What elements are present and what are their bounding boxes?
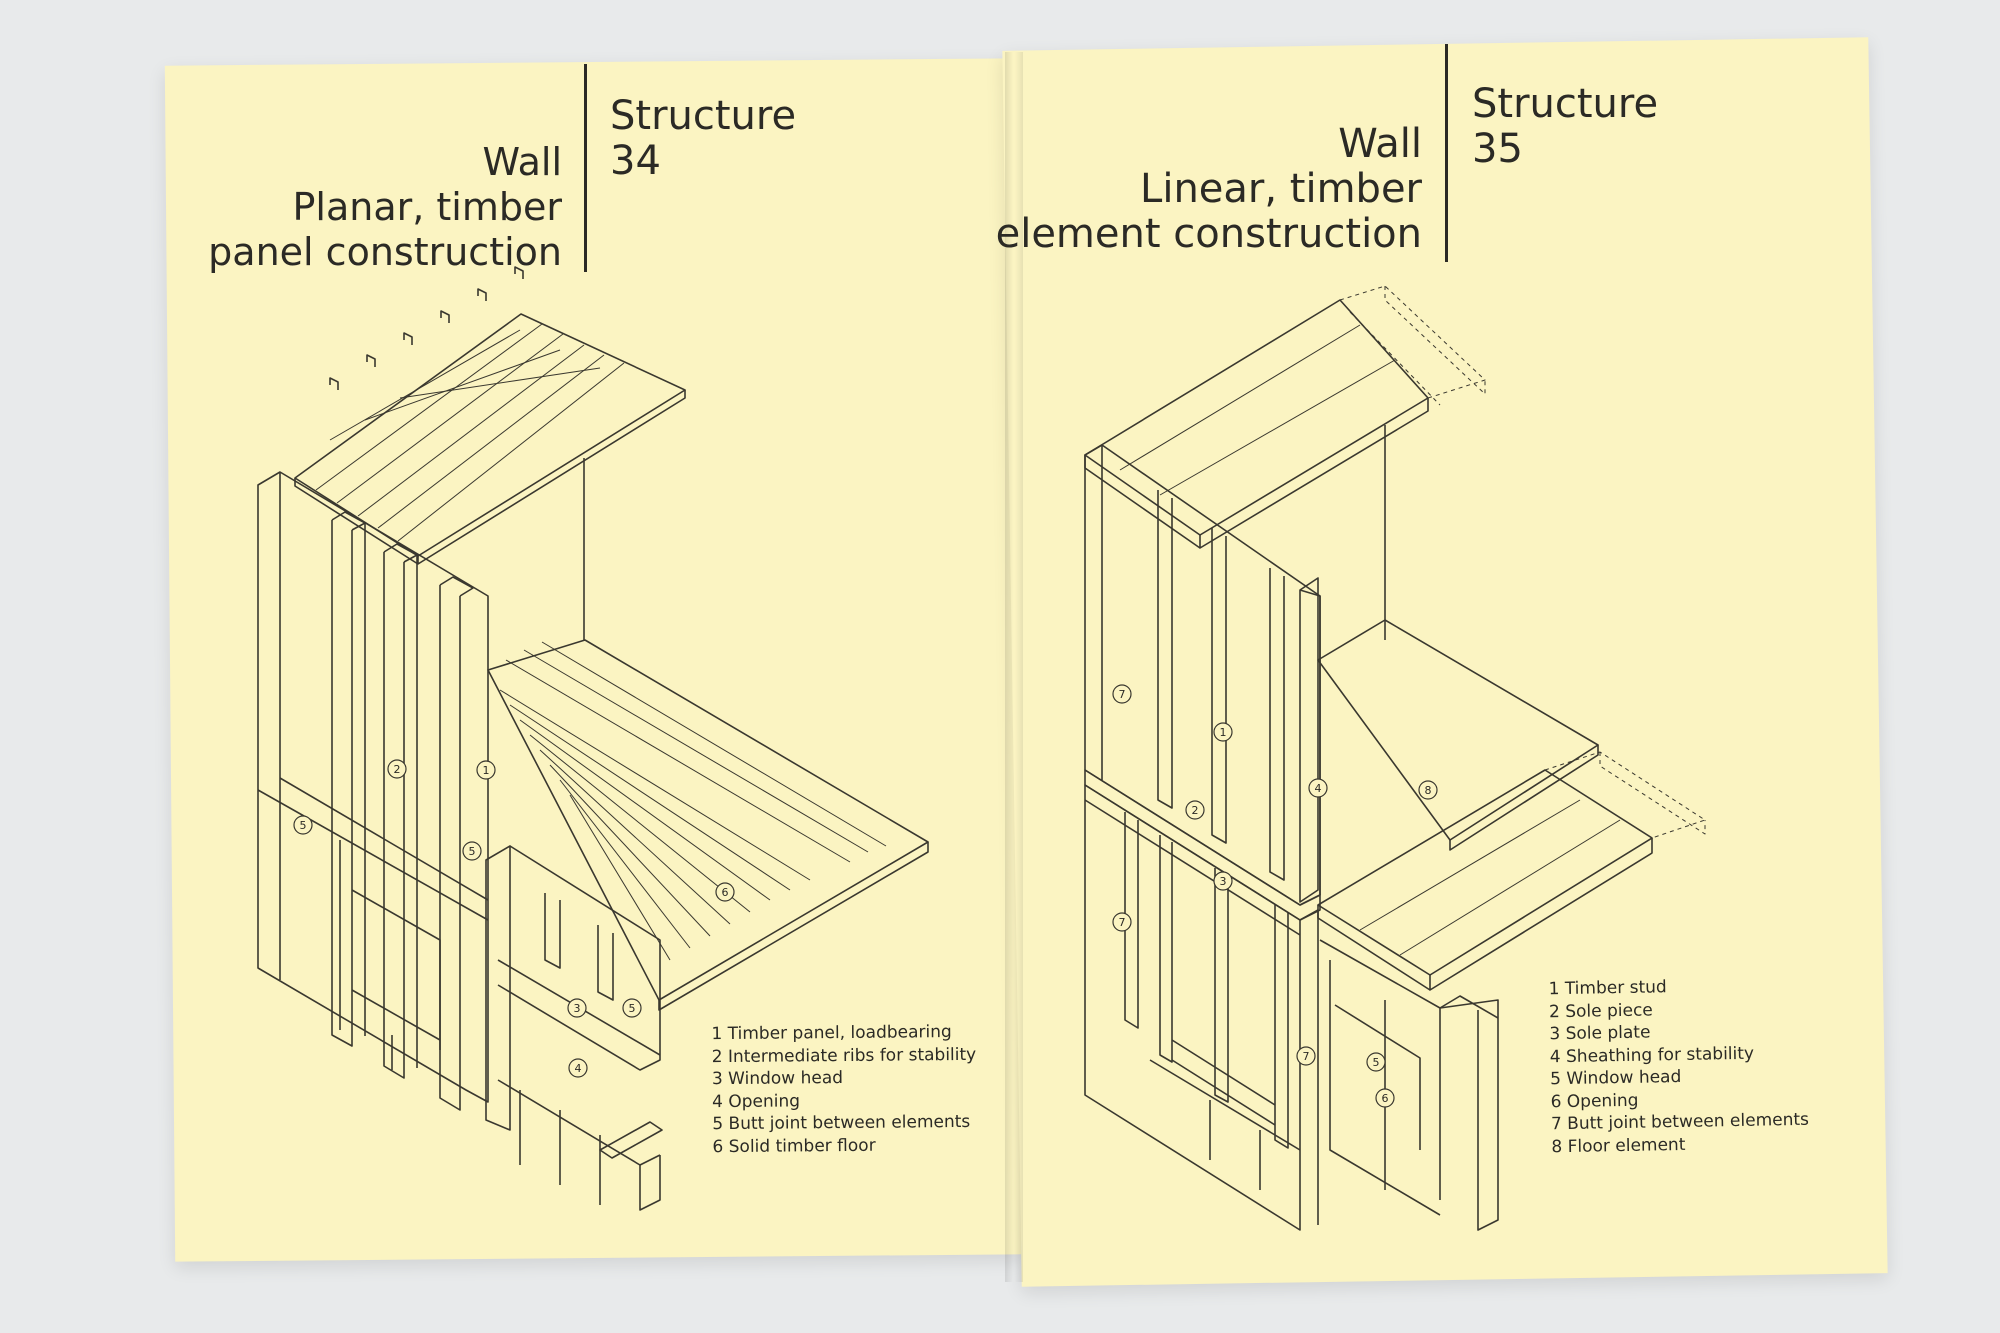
callout-label: 3 <box>1220 875 1227 888</box>
left-axonometric-drawing <box>257 266 929 1211</box>
callout-label: 7 <box>1119 688 1126 701</box>
callout-3: 3 <box>1213 871 1233 891</box>
callout-label: 1 <box>483 764 490 777</box>
callout-8: 8 <box>1418 780 1438 800</box>
right-page-title: Wall Linear, timber element construction <box>996 122 1422 257</box>
callout-label: 5 <box>1373 1056 1380 1069</box>
callout-label: 3 <box>574 1002 581 1015</box>
right-axonometric-drawing <box>1084 285 1706 1231</box>
left-page-section: Structure 34 <box>610 94 796 184</box>
callout-5: 5 <box>293 815 313 835</box>
callout-label: 2 <box>394 763 401 776</box>
callout-5: 5 <box>462 841 482 861</box>
left-legend: 1 Timber panel, loadbearing 2 Intermedia… <box>711 1021 977 1158</box>
callout-6: 6 <box>1375 1088 1395 1108</box>
callout-2: 2 <box>387 759 407 779</box>
callout-3: 3 <box>567 998 587 1018</box>
right-page-number: 35 <box>1472 126 1523 172</box>
left-legend-item-6: 6 Solid timber floor <box>712 1135 876 1157</box>
right-page-section: Structure 35 <box>1472 82 1658 172</box>
right-legend: 1 Timber stud 2 Sole piece 3 Sole plate … <box>1548 974 1809 1158</box>
left-legend-item-3: 3 Window head <box>711 1068 844 1090</box>
callout-label: 4 <box>575 1062 582 1075</box>
callout-label: 2 <box>1192 804 1199 817</box>
left-page-number: 34 <box>610 138 661 184</box>
left-title-line-3: panel construction <box>208 230 562 274</box>
book-gutter <box>1005 52 1023 1282</box>
right-title-line-1: Wall <box>1338 121 1422 167</box>
callout-7: 7 <box>1296 1046 1316 1066</box>
callout-label: 6 <box>1382 1092 1389 1105</box>
left-legend-item-4: 4 Opening <box>712 1090 801 1112</box>
callout-label: 8 <box>1425 784 1432 797</box>
right-title-line-2: Linear, timber <box>1140 166 1422 212</box>
left-title-line-1: Wall <box>482 140 562 184</box>
callout-label: 5 <box>629 1002 636 1015</box>
right-title-line-3: element construction <box>995 211 1422 257</box>
left-section-label: Structure <box>610 93 797 139</box>
right-legend-item-7: 7 Butt joint between elements <box>1550 1109 1810 1135</box>
callout-2: 2 <box>1185 800 1205 820</box>
right-header-divider <box>1445 44 1448 262</box>
callout-label: 7 <box>1303 1050 1310 1063</box>
left-page-title: Wall Planar, timber panel construction <box>208 140 562 275</box>
callout-label: 7 <box>1119 916 1126 929</box>
callout-label: 1 <box>1220 726 1227 739</box>
right-section-label: Structure <box>1472 81 1659 127</box>
left-callouts: 1 2 5 5 6 3 5 4 <box>293 759 735 1078</box>
callout-5: 5 <box>1366 1052 1386 1072</box>
callout-4: 4 <box>568 1058 588 1078</box>
callout-5: 5 <box>622 998 642 1018</box>
left-title-line-2: Planar, timber <box>292 185 562 229</box>
right-legend-item-8: 8 Floor element <box>1551 1134 1686 1157</box>
callout-1: 1 <box>1213 722 1233 742</box>
callout-label: 5 <box>300 819 307 832</box>
left-header-divider <box>584 64 587 272</box>
callout-label: 6 <box>722 886 729 899</box>
callout-label: 4 <box>1315 782 1322 795</box>
callout-1: 1 <box>476 760 496 780</box>
callout-7: 7 <box>1112 684 1132 704</box>
callout-6: 6 <box>715 882 735 902</box>
callout-7: 7 <box>1112 912 1132 932</box>
left-legend-item-2: 2 Intermediate ribs for stability <box>711 1044 977 1067</box>
left-legend-item-5: 5 Butt joint between elements <box>712 1111 971 1135</box>
left-legend-item-1: 1 Timber panel, loadbearing <box>711 1022 952 1045</box>
callout-4: 4 <box>1308 778 1328 798</box>
callout-label: 5 <box>469 845 476 858</box>
